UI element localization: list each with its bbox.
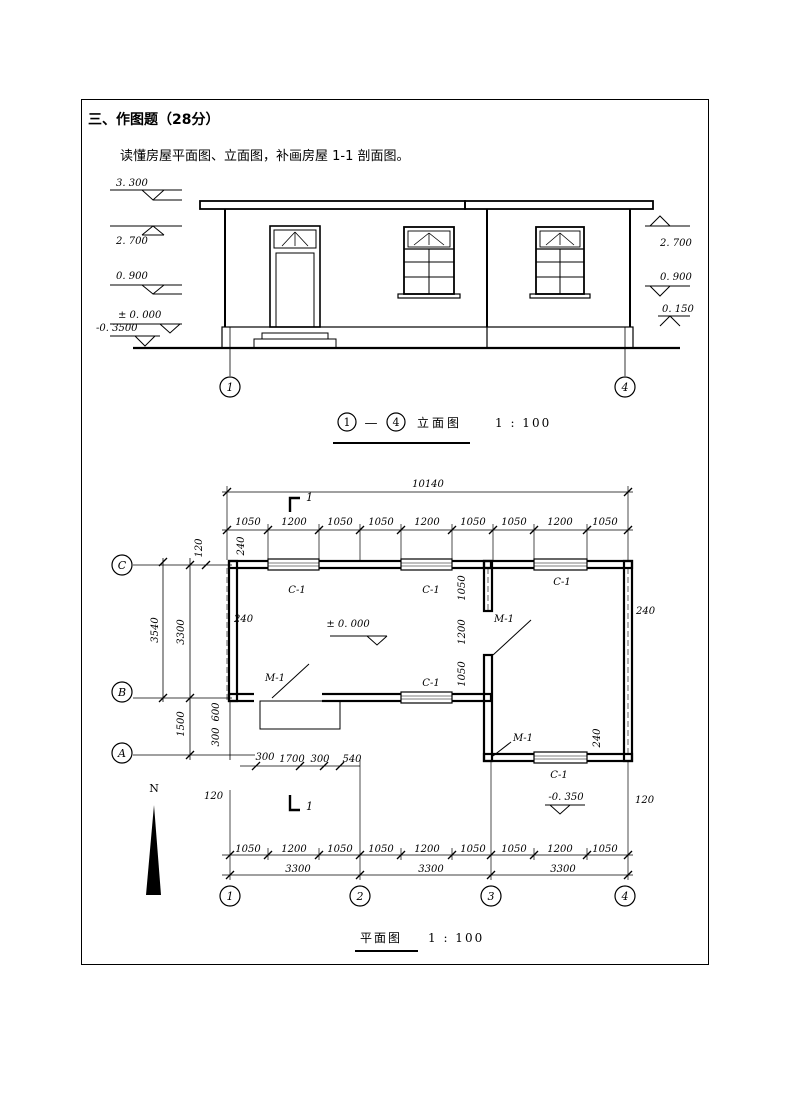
elevation-title: 立面图 xyxy=(417,415,462,430)
bottom-dim: 1050 xyxy=(592,844,618,855)
porch-dim: 540 xyxy=(342,754,362,765)
bay-dim: 3300 xyxy=(550,864,576,875)
level-inside: ± 0. 000 xyxy=(326,619,370,630)
section-mark-label: 1 xyxy=(306,800,313,813)
axis-bubble-label: 2 xyxy=(356,890,364,903)
axis-bubble-label: B xyxy=(117,686,126,699)
axis-bubble-label: 1 xyxy=(227,890,234,903)
bottom-dim: 1200 xyxy=(547,844,573,855)
bottom-dim: 1200 xyxy=(281,844,307,855)
top-dim: 1050 xyxy=(501,517,527,528)
bottom-dim: 1050 xyxy=(501,844,527,855)
level-right-2700: 2. 700 xyxy=(659,238,692,249)
section-mark-label: 1 xyxy=(306,491,313,504)
level-left-0900: 0. 900 xyxy=(116,271,148,282)
level-right-0900: 0. 900 xyxy=(660,272,692,283)
axis-bubble-label: A xyxy=(117,747,126,760)
door-tag: M-1 xyxy=(512,733,533,744)
elevation-drawing xyxy=(110,189,690,444)
bottom-dim: 1050 xyxy=(327,844,353,855)
level-left-3300: 3. 300 xyxy=(116,178,148,189)
axis-bubble-label: 1 xyxy=(227,381,234,394)
window-tag: C-1 xyxy=(550,770,567,781)
left-dim-600: 600 xyxy=(211,702,222,722)
bay-dim: 3300 xyxy=(285,864,311,875)
window-tag: C-1 xyxy=(288,585,305,596)
axis-bubble-label: 4 xyxy=(621,890,629,903)
window-tag: C-1 xyxy=(422,678,439,689)
plan-title: 平面图 xyxy=(360,931,402,945)
left-dim-3300: 3300 xyxy=(176,619,187,645)
elevation-title-to: 4 xyxy=(393,416,400,429)
level-right-0150: 0. 150 xyxy=(662,304,694,315)
bottom-dim: 1050 xyxy=(235,844,261,855)
overall-dim: 10140 xyxy=(412,479,444,490)
elevation-scale: 1 : 100 xyxy=(495,416,551,430)
window-tag: C-1 xyxy=(553,577,570,588)
porch-dim: 300 xyxy=(310,754,330,765)
level-left-0000: ± 0. 000 xyxy=(118,310,162,321)
question-instruction: 读懂房屋平面图、立面图，补画房屋 1-1 剖面图。 xyxy=(120,149,410,164)
bottom-dim: 1050 xyxy=(368,844,394,855)
north-label: N xyxy=(149,782,159,795)
left-dim-120: 120 xyxy=(194,538,205,558)
window-tag: C-1 xyxy=(422,585,439,596)
axis-bubble-label: 4 xyxy=(621,381,629,394)
top-dim: 1200 xyxy=(547,517,573,528)
porch-dim: 300 xyxy=(255,752,275,763)
left-dim-1500: 1500 xyxy=(176,711,187,737)
wall-dim-240: 240 xyxy=(592,728,603,749)
plan-scale: 1 : 100 xyxy=(428,931,484,945)
plan-drawing xyxy=(111,486,636,952)
wall-dim-240: 240 xyxy=(236,536,247,557)
top-dim: 1050 xyxy=(235,517,261,528)
top-dim: 1200 xyxy=(281,517,307,528)
level-outside: -0. 350 xyxy=(548,792,584,803)
question-frame xyxy=(81,99,709,965)
top-dim: 1050 xyxy=(327,517,353,528)
top-dim: 1050 xyxy=(592,517,618,528)
top-dim: 1050 xyxy=(460,517,486,528)
door-tag: M-1 xyxy=(264,673,285,684)
edge-dim-120: 120 xyxy=(635,795,655,806)
door-tag: M-1 xyxy=(493,614,514,625)
elevation-title-dash: — xyxy=(365,416,378,431)
bay-dim: 3300 xyxy=(418,864,444,875)
top-dim: 1200 xyxy=(414,517,440,528)
top-dim: 1050 xyxy=(368,517,394,528)
edge-dim-120: 120 xyxy=(204,791,224,802)
level-left-minus: -0. 3500 xyxy=(96,323,138,334)
question-heading: 三、作图题（28分） xyxy=(88,112,220,128)
bottom-dim: 1050 xyxy=(460,844,486,855)
wall-dim-240: 240 xyxy=(233,614,254,625)
left-dim-300: 300 xyxy=(211,727,222,747)
left-dim-3540: 3540 xyxy=(150,617,161,643)
elevation-title-from: 1 xyxy=(344,416,351,429)
bottom-dim: 1200 xyxy=(414,844,440,855)
mid-dim: 1200 xyxy=(457,619,468,645)
level-left-2700: 2. 700 xyxy=(115,236,148,247)
porch-dim: 1700 xyxy=(279,754,305,765)
mid-dim: 1050 xyxy=(457,661,468,687)
axis-bubble-label: C xyxy=(118,559,127,572)
mid-dim: 1050 xyxy=(457,575,468,601)
axis-bubble-label: 3 xyxy=(488,890,495,903)
wall-dim-240: 240 xyxy=(635,606,656,617)
